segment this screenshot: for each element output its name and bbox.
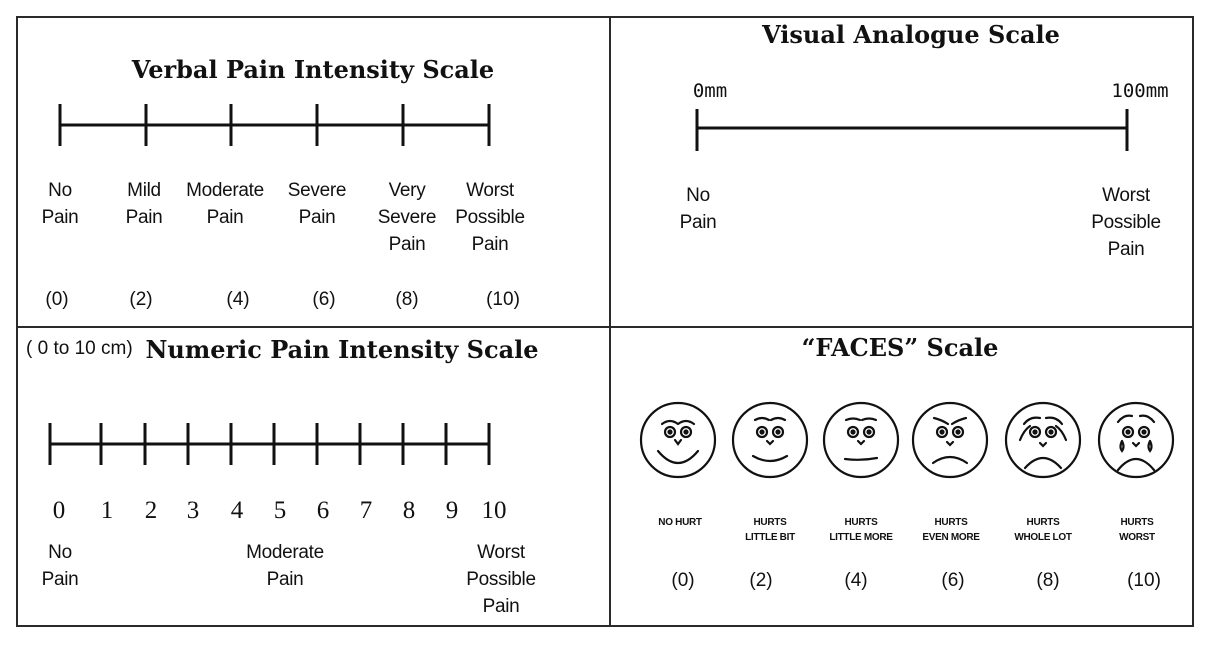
neutral-face-icon [822,401,900,479]
vas-right-anchor: Worst Possible Pain [1091,185,1161,260]
vas-end-label: 100mm [1111,80,1169,102]
faces-value-4: (4) [844,570,868,591]
panel-divider-vertical [609,16,611,627]
numeric-anchor-moderate-pain: Moderate Pain [246,542,324,590]
happy-face-icon [639,401,717,479]
faces-value-0: (0) [671,570,695,591]
numeric-tick-5: 5 [273,497,287,524]
faces-value-8: (8) [1036,570,1060,591]
verbal-value-8: (8) [395,289,419,310]
numeric-anchor-no-pain: No Pain [41,542,79,590]
verbal-value-4: (4) [226,289,250,310]
verbal-label-moderate-pain: Moderate Pain [186,180,264,228]
crying-face-icon [1097,401,1175,479]
verbal-value-6: (6) [312,289,336,310]
numeric-tick-9: 9 [445,497,459,524]
vas-title: Visual Analogue Scale [762,20,1060,49]
verbal-label-severe-pain: Severe Pain [287,180,347,228]
panel-divider-horizontal [16,326,1194,328]
frowning-face-icon [911,401,989,479]
verbal-value-10: (10) [486,289,520,310]
numeric-tick-0: 0 [52,497,66,524]
vas-start-label: 0mm [692,80,728,102]
numeric-tick-4: 4 [230,497,244,524]
verbal-value-0: (0) [45,289,69,310]
numeric-tick-10: 10 [481,497,507,524]
verbal-label-no-pain: No Pain [41,180,79,228]
verbal-label-worst-possible-pain: Worst Possible Pain [455,180,525,255]
verbal-label-very-severe-pain: Very Severe Pain [377,180,437,255]
verbal-label-mild-pain: Mild Pain [125,180,163,228]
faces-label-whole-lot: HURTS WHOLE LOT [1014,517,1072,543]
numeric-scale-title: Numeric Pain Intensity Scale [145,335,539,364]
numeric-tick-7: 7 [359,497,373,524]
faces-value-6: (6) [941,570,965,591]
numeric-anchor-worst-pain: Worst Possible Pain [466,542,536,617]
verbal-scale-title: Verbal Pain Intensity Scale [131,55,495,84]
verbal-value-2: (2) [129,289,153,310]
faces-label-no-hurt: NO HURT [658,517,702,528]
numeric-tick-6: 6 [316,497,330,524]
faces-value-10: (10) [1127,570,1161,591]
faces-value-2: (2) [749,570,773,591]
numeric-tick-3: 3 [186,497,200,524]
smiling-face-icon [731,401,809,479]
faces-label-worst: HURTS WORST [1119,517,1155,543]
vas-left-anchor: No Pain [679,185,717,233]
numeric-tick-1: 1 [100,497,114,524]
faces-title: “FACES” Scale [801,333,999,362]
faces-label-even-more: HURTS EVEN MORE [922,517,980,543]
numeric-unit-note: ( 0 to 10 cm) [26,338,133,359]
figure-frame [16,16,1194,627]
numeric-tick-2: 2 [144,497,158,524]
sad-face-icon [1004,401,1082,479]
numeric-tick-8: 8 [402,497,416,524]
faces-label-little-bit: HURTS LITTLE BIT [745,517,795,543]
faces-label-little-more: HURTS LITTLE MORE [829,517,893,543]
